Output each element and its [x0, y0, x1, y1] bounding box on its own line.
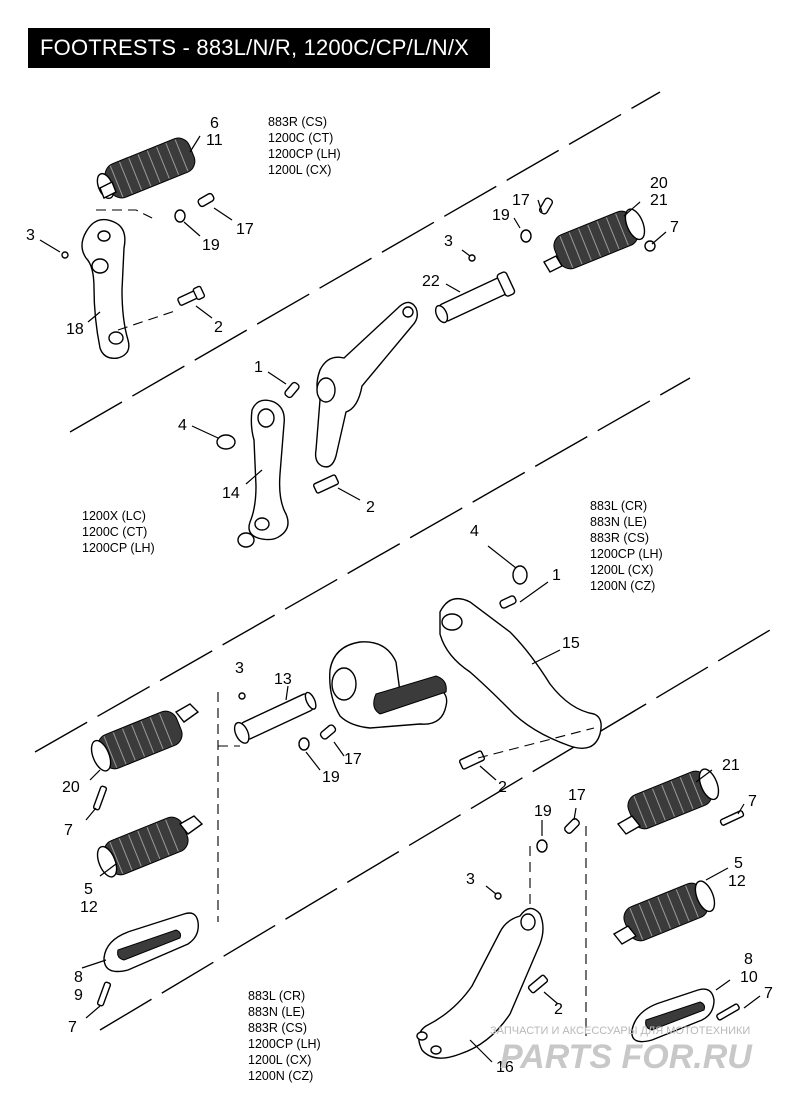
callout-20: 20 — [650, 175, 668, 192]
svg-text:1200L (CX): 1200L (CX) — [248, 1053, 311, 1067]
model-list-middle-right: 883L (CR) 883N (LE) 883R (CS) 1200CP (LH… — [590, 499, 663, 593]
callout-9: 9 — [74, 987, 83, 1004]
callout-1: 1 — [552, 567, 561, 584]
callout-11: 11 — [206, 132, 223, 149]
svg-text:1200CP (LH): 1200CP (LH) — [248, 1037, 321, 1051]
svg-text:883R (CS): 883R (CS) — [268, 115, 327, 129]
brake-pedal-assembly-middle — [90, 565, 602, 1007]
watermark-brand: PARTS FOR.RU — [500, 1038, 753, 1076]
callout-3: 3 — [466, 871, 475, 888]
svg-text:883R (CS): 883R (CS) — [248, 1021, 307, 1035]
callout-3: 3 — [444, 233, 453, 250]
callout-17: 17 — [236, 221, 254, 238]
callout-5: 5 — [84, 881, 93, 898]
svg-text:883N (LE): 883N (LE) — [248, 1005, 305, 1019]
svg-text:1200N (CZ): 1200N (CZ) — [248, 1069, 313, 1083]
svg-text:883L (CR): 883L (CR) — [248, 989, 305, 1003]
callout-7: 7 — [64, 822, 73, 839]
callout-10: 10 — [740, 969, 758, 986]
callout-3: 3 — [235, 660, 244, 677]
callout-4: 4 — [470, 523, 479, 540]
callout-6: 6 — [210, 115, 219, 132]
callout-21: 21 — [722, 757, 740, 774]
callout-12: 12 — [728, 873, 746, 890]
model-list-bottom: 883L (CR) 883N (LE) 883R (CS) 1200CP (LH… — [248, 989, 321, 1083]
callout-8: 8 — [744, 951, 753, 968]
callout-leader-lines — [39, 135, 761, 1063]
rear-footpeg-assembly-top — [61, 137, 656, 548]
svg-text:1200L (CX): 1200L (CX) — [268, 163, 331, 177]
callout-2: 2 — [366, 499, 375, 516]
model-list-top-right: 883R (CS) 1200C (CT) 1200CP (LH) 1200L (… — [268, 115, 341, 177]
callout-20: 20 — [62, 779, 80, 796]
callout-17: 17 — [344, 751, 362, 768]
svg-text:1200C (CT): 1200C (CT) — [82, 525, 147, 539]
callout-12: 12 — [80, 899, 98, 916]
callout-22: 22 — [422, 273, 440, 290]
svg-text:883L (CR): 883L (CR) — [590, 499, 647, 513]
callout-16: 16 — [496, 1059, 514, 1076]
callout-19: 19 — [322, 769, 340, 786]
svg-text:1200CP (LH): 1200CP (LH) — [268, 147, 341, 161]
callout-18: 18 — [66, 321, 84, 338]
callout-8: 8 — [74, 969, 83, 986]
svg-text:1200CP (LH): 1200CP (LH) — [590, 547, 663, 561]
callout-numbers: 6 11 3 17 19 18 2 20 21 17 19 3 7 22 1 4… — [26, 115, 773, 1076]
callout-13: 13 — [274, 671, 292, 688]
callout-2: 2 — [554, 1001, 563, 1018]
page-title: FOOTRESTS - 883L/N/R, 1200C/CP/L/N/X — [28, 28, 490, 68]
model-list-middle-left: 1200X (LC) 1200C (CT) 1200CP (LH) — [82, 509, 155, 555]
callout-19: 19 — [492, 207, 510, 224]
svg-text:1200L (CX): 1200L (CX) — [590, 563, 653, 577]
callout-2: 2 — [214, 319, 223, 336]
callout-15: 15 — [562, 635, 580, 652]
callout-2: 2 — [498, 779, 507, 796]
callout-7: 7 — [68, 1019, 77, 1036]
callout-19: 19 — [534, 803, 552, 820]
svg-text:1200N (CZ): 1200N (CZ) — [590, 579, 655, 593]
section-separator-lines — [34, 91, 771, 1031]
callout-7: 7 — [764, 985, 773, 1002]
svg-text:1200C (CT): 1200C (CT) — [268, 131, 333, 145]
callout-14: 14 — [222, 485, 240, 502]
shift-lever-assembly-bottom — [416, 768, 745, 1059]
callout-4: 4 — [178, 417, 187, 434]
watermark-tagline: ЗАПЧАСТИ И АКСЕССУАРЫ ДЛЯ МОТОТЕХНИКИ — [490, 1025, 750, 1037]
callout-5: 5 — [734, 855, 743, 872]
callout-21: 21 — [650, 192, 668, 209]
callout-7: 7 — [670, 219, 679, 236]
svg-text:1200CP (LH): 1200CP (LH) — [82, 541, 155, 555]
callout-3: 3 — [26, 227, 35, 244]
svg-text:1200X (LC): 1200X (LC) — [82, 509, 146, 523]
svg-text:883N (LE): 883N (LE) — [590, 515, 647, 529]
callout-19: 19 — [202, 237, 220, 254]
svg-text:883R (CS): 883R (CS) — [590, 531, 649, 545]
callout-1: 1 — [254, 359, 263, 376]
callout-7: 7 — [748, 793, 757, 810]
watermark: ЗАПЧАСТИ И АКСЕССУАРЫ ДЛЯ МОТОТЕХНИКИ PA… — [490, 1025, 753, 1076]
callout-17: 17 — [568, 787, 586, 804]
callout-17: 17 — [512, 192, 530, 209]
